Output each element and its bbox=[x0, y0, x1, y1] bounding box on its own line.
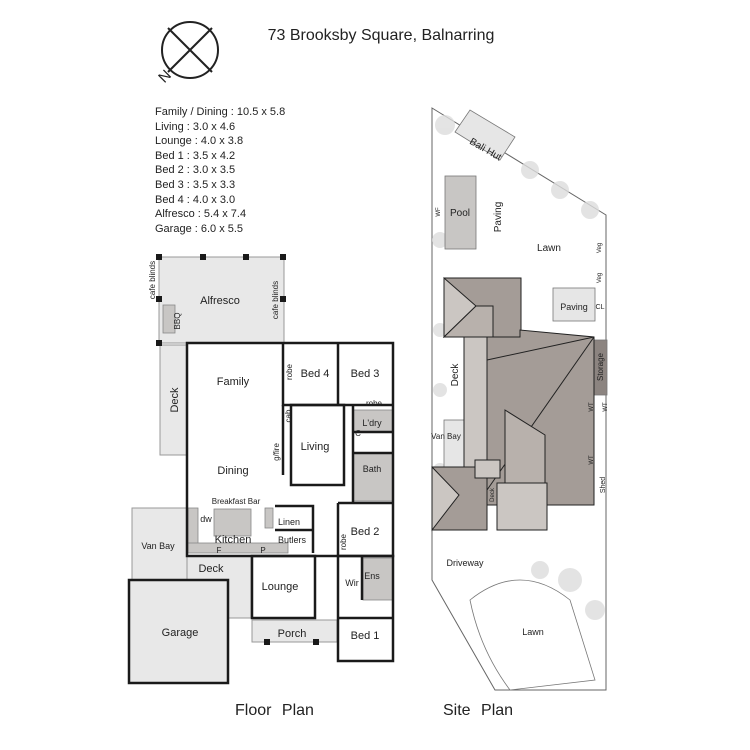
label-breakfast-bar: Breakfast Bar bbox=[212, 497, 261, 506]
label-deck-small: Deck bbox=[490, 487, 496, 502]
room-bath: Bath bbox=[363, 464, 382, 474]
room-linen: Linen bbox=[278, 517, 300, 527]
dimension-item: Garage : 6.0 x 5.5 bbox=[155, 222, 244, 235]
dimension-item: Living : 3.0 x 4.6 bbox=[155, 120, 236, 133]
room-kitchen: Kitchen bbox=[215, 534, 252, 546]
label-deck: Deck bbox=[450, 363, 461, 387]
floor-plan-caption: Floor Plan bbox=[235, 702, 314, 719]
label-cab: cab bbox=[284, 409, 293, 422]
room-living: Living bbox=[301, 441, 330, 453]
breakfast-bar bbox=[213, 508, 252, 537]
label-gfire: g/fire bbox=[272, 443, 281, 461]
pool bbox=[444, 175, 477, 250]
dimension-item: Bed 1 : 3.5 x 4.2 bbox=[155, 149, 236, 162]
room-alfresco: Alfresco bbox=[200, 295, 240, 307]
label-wf: WF bbox=[436, 207, 442, 217]
dimension-item: Bed 4 : 4.0 x 3.0 bbox=[155, 193, 236, 206]
dimension-item: Lounge : 4.0 x 3.8 bbox=[155, 135, 244, 148]
room-bed4: Bed 4 bbox=[301, 368, 330, 380]
room-bed2: Bed 2 bbox=[351, 526, 380, 538]
label-paving-side: Paving bbox=[560, 302, 588, 312]
label-f: F bbox=[217, 546, 222, 555]
label-wt: WT bbox=[589, 402, 595, 412]
page-title: 73 Brooksby Square, Balnarring bbox=[267, 27, 495, 44]
room-porch: Porch bbox=[278, 628, 307, 640]
alfresco-area bbox=[158, 256, 285, 344]
label-robe: robe bbox=[366, 399, 383, 408]
room-family: Family bbox=[217, 376, 250, 388]
dimension-item: Bed 3 : 3.5 x 3.3 bbox=[155, 178, 236, 191]
label-van-bay: Van Bay bbox=[431, 432, 461, 441]
label-storage: Storage bbox=[596, 352, 605, 381]
label-pool: Pool bbox=[450, 208, 470, 219]
site-plan-caption: Site Plan bbox=[443, 702, 514, 719]
dimension-item: Bed 2 : 3.0 x 3.5 bbox=[155, 164, 236, 177]
side-deck-area bbox=[159, 344, 188, 456]
label-cl: CL bbox=[596, 304, 605, 311]
label-veg: Veg bbox=[597, 243, 603, 253]
dimensions-list: Family / Dining : 10.5 x 5.8 Living : 3.… bbox=[155, 105, 285, 236]
room-bed3: Bed 3 bbox=[351, 368, 380, 380]
garage-area bbox=[128, 579, 229, 684]
label-robe: robe bbox=[339, 533, 348, 550]
label-robe: robe bbox=[285, 363, 294, 380]
living-walls bbox=[289, 403, 346, 487]
room-dining: Dining bbox=[217, 465, 248, 477]
label-dw: dw bbox=[200, 514, 212, 524]
room-lounge: Lounge bbox=[262, 581, 299, 593]
label-paving-top: Paving bbox=[493, 202, 504, 233]
label-p: P bbox=[260, 546, 265, 555]
room-laundry: L'dry bbox=[362, 418, 382, 428]
bali-hut bbox=[454, 109, 516, 161]
room-butlers: Butlers bbox=[278, 535, 307, 545]
label-c: C bbox=[355, 429, 361, 438]
label-cafe-blinds: cafe blinds bbox=[271, 281, 280, 319]
room-ens: Ens bbox=[364, 571, 380, 581]
label-cafe-blinds: cafe blinds bbox=[148, 261, 157, 299]
roof bbox=[431, 276, 595, 532]
label-shed: Shed bbox=[600, 477, 607, 493]
room-wir: Wir bbox=[345, 578, 359, 588]
label-lawn-bottom: Lawn bbox=[522, 627, 544, 637]
label-wt: WT bbox=[603, 402, 609, 412]
label-wt: WT bbox=[589, 455, 595, 465]
label-lawn-top: Lawn bbox=[537, 243, 561, 254]
dimension-item: Family / Dining : 10.5 x 5.8 bbox=[155, 106, 286, 118]
room-bed1: Bed 1 bbox=[351, 630, 380, 642]
dimension-item: Alfresco : 5.4 x 7.4 bbox=[155, 208, 247, 221]
label-driveway: Driveway bbox=[446, 558, 484, 568]
paving-side bbox=[552, 287, 596, 322]
van-bay-area bbox=[131, 507, 188, 581]
room-garage: Garage bbox=[162, 627, 199, 639]
room-deck-side: Deck bbox=[169, 387, 181, 413]
room-van-bay: Van Bay bbox=[141, 541, 175, 551]
room-deck-front: Deck bbox=[198, 563, 224, 575]
label-bbq: BBQ bbox=[173, 313, 182, 330]
label-veg: Veg bbox=[597, 273, 603, 283]
